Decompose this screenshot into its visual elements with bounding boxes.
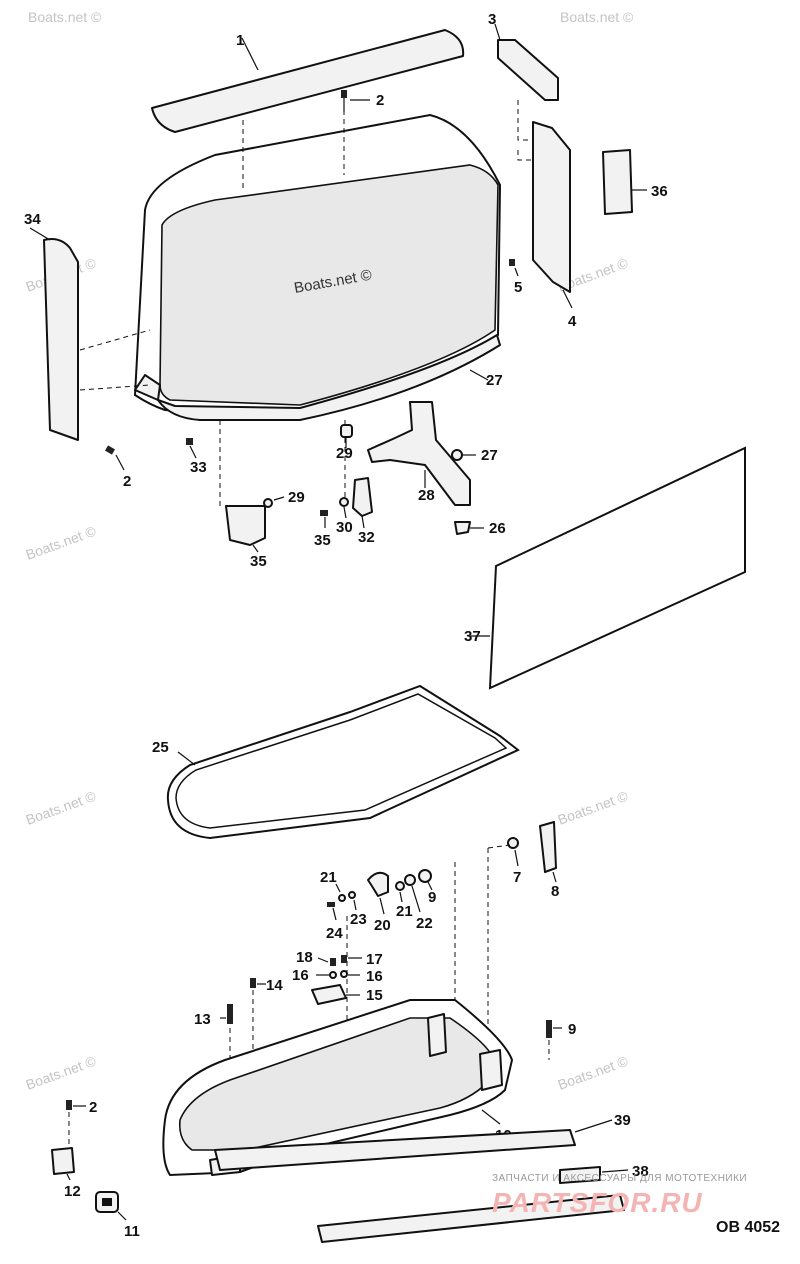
- part-2-screw: 2: [341, 90, 384, 112]
- part-16-washer-b: 16: [340, 968, 383, 985]
- part-27-nut: 27: [451, 447, 498, 464]
- callout-21: 21: [320, 869, 337, 886]
- part-29-washer: 29: [263, 489, 305, 508]
- callout-38: 38: [632, 1163, 649, 1180]
- part-15-bracket: 15: [311, 984, 383, 1005]
- part-30-latch-hook: 32: [352, 477, 375, 546]
- callout-12: 12: [64, 1183, 81, 1200]
- callout-23: 23: [350, 911, 367, 928]
- callout-25: 25: [152, 739, 169, 756]
- part-31-washer: 30: [336, 497, 353, 536]
- watermark: Boats.net ©: [24, 522, 99, 562]
- part-9-nut: 9: [418, 869, 436, 906]
- part-32-screw: 35: [314, 510, 331, 549]
- part-17-screw: 17: [341, 951, 383, 968]
- part-8-hinge-pin: 8: [539, 821, 559, 900]
- watermark: Boats.net ©: [24, 1052, 99, 1092]
- callout-37: 37: [464, 628, 481, 645]
- diagram-code: OB 4052: [716, 1219, 780, 1236]
- part-21-washer: 21: [320, 869, 346, 902]
- part-21-washer-b: 21: [395, 881, 413, 920]
- part-1-top-trim: 1: [151, 29, 465, 133]
- part-2-screw-left: 2: [105, 445, 131, 490]
- part-28-latch-bracket: 28: [367, 401, 471, 506]
- callout-31: 30: [336, 519, 353, 536]
- part-37-decal: 37: [464, 446, 746, 690]
- callout-29: 29: [336, 445, 353, 462]
- callout-18: 18: [296, 949, 313, 966]
- watermark: Boats.net ©: [556, 1052, 631, 1092]
- part-2-screw-lower: 2: [66, 1099, 97, 1116]
- callout-14: 14: [266, 977, 283, 994]
- callout-4: 4: [568, 313, 577, 330]
- callout-28: 28: [418, 487, 435, 504]
- callout-24: 24: [326, 925, 343, 942]
- callout-34: 34: [24, 211, 41, 228]
- part-7-washer: 7: [507, 837, 521, 886]
- callout-5: 5: [514, 279, 522, 296]
- callout-7: 7: [513, 869, 521, 886]
- callout-35: 35: [250, 553, 267, 570]
- callout-9: 9: [428, 889, 436, 906]
- part-6-upper-cowl: Boats.net © 27: [133, 113, 503, 421]
- part-14-screw: 14: [250, 977, 283, 994]
- callout-9b: 9: [568, 1021, 576, 1038]
- callout-2b: 2: [123, 473, 131, 490]
- callout-2c: 2: [89, 1099, 97, 1116]
- part-13-screw: 13: [194, 1004, 233, 1028]
- callout-32: 35: [314, 532, 331, 549]
- callout-30: 32: [358, 529, 375, 546]
- watermark: Boats.net ©: [556, 787, 631, 827]
- part-36-label: 36: [602, 149, 668, 215]
- callout-17: 17: [366, 951, 383, 968]
- part-11-grommet: 11: [95, 1191, 140, 1240]
- part-38-strip: 38: [317, 1163, 649, 1243]
- callout-27: 27: [481, 447, 498, 464]
- part-23-spacer: 23: [348, 891, 367, 928]
- brand-name: PARTSFOR.RU: [492, 1187, 703, 1218]
- callout-1: 1: [236, 32, 244, 49]
- callout-15: 15: [366, 987, 383, 1004]
- part-18-screw: 18: [296, 949, 336, 966]
- part-4-side-rail: 4: [532, 121, 577, 330]
- part-9-screw: 9: [546, 1020, 576, 1038]
- callout-11: 11: [124, 1223, 140, 1240]
- callout-8: 8: [551, 883, 559, 900]
- brand-tagline: ЗАПЧАСТИ И АКСЕССУАРЫ ДЛЯ МОТОТЕХНИКИ: [492, 1173, 747, 1184]
- callout-29b: 29: [288, 489, 305, 506]
- callout-20: 20: [374, 917, 391, 934]
- callout-13: 13: [194, 1011, 211, 1028]
- part-12-clip: 12: [51, 1147, 81, 1200]
- part-20-latch-hook: 20: [367, 871, 391, 934]
- callout-3: 3: [488, 11, 496, 28]
- callout-6: 27: [486, 372, 503, 389]
- part-39-strip: 39: [214, 1112, 631, 1171]
- part-24-screw: 24: [326, 902, 343, 942]
- callout-21b: 21: [396, 903, 413, 920]
- callout-2: 2: [376, 92, 384, 109]
- callout-39: 39: [614, 1112, 631, 1129]
- watermark: Boats.net ©: [28, 9, 102, 25]
- watermark: Boats.net ©: [24, 787, 99, 827]
- part-22-washer: 22: [404, 874, 433, 932]
- part-26-bumper: 26: [454, 520, 506, 537]
- part-35-bracket: 35: [225, 505, 267, 570]
- part-34-side-panel: 34: [24, 211, 79, 441]
- callout-36: 36: [651, 183, 668, 200]
- part-25-seal: 25: [152, 684, 520, 840]
- part-33-screw: 33: [186, 438, 207, 476]
- callout-22: 22: [416, 915, 433, 932]
- part-16-washer: 16: [292, 967, 337, 984]
- brand-watermark: ЗАПЧАСТИ И АКСЕССУАРЫ ДЛЯ МОТОТЕХНИКИ PA…: [492, 1173, 747, 1218]
- part-29-grommet: 29: [336, 424, 353, 462]
- callout-16: 16: [292, 967, 309, 984]
- callout-33: 33: [190, 459, 207, 476]
- callout-16b: 16: [366, 968, 383, 985]
- part-5-screw: 5: [509, 259, 522, 296]
- watermark: Boats.net ©: [560, 9, 634, 25]
- callout-26: 26: [489, 520, 506, 537]
- part-3-bracket: 3: [488, 11, 559, 101]
